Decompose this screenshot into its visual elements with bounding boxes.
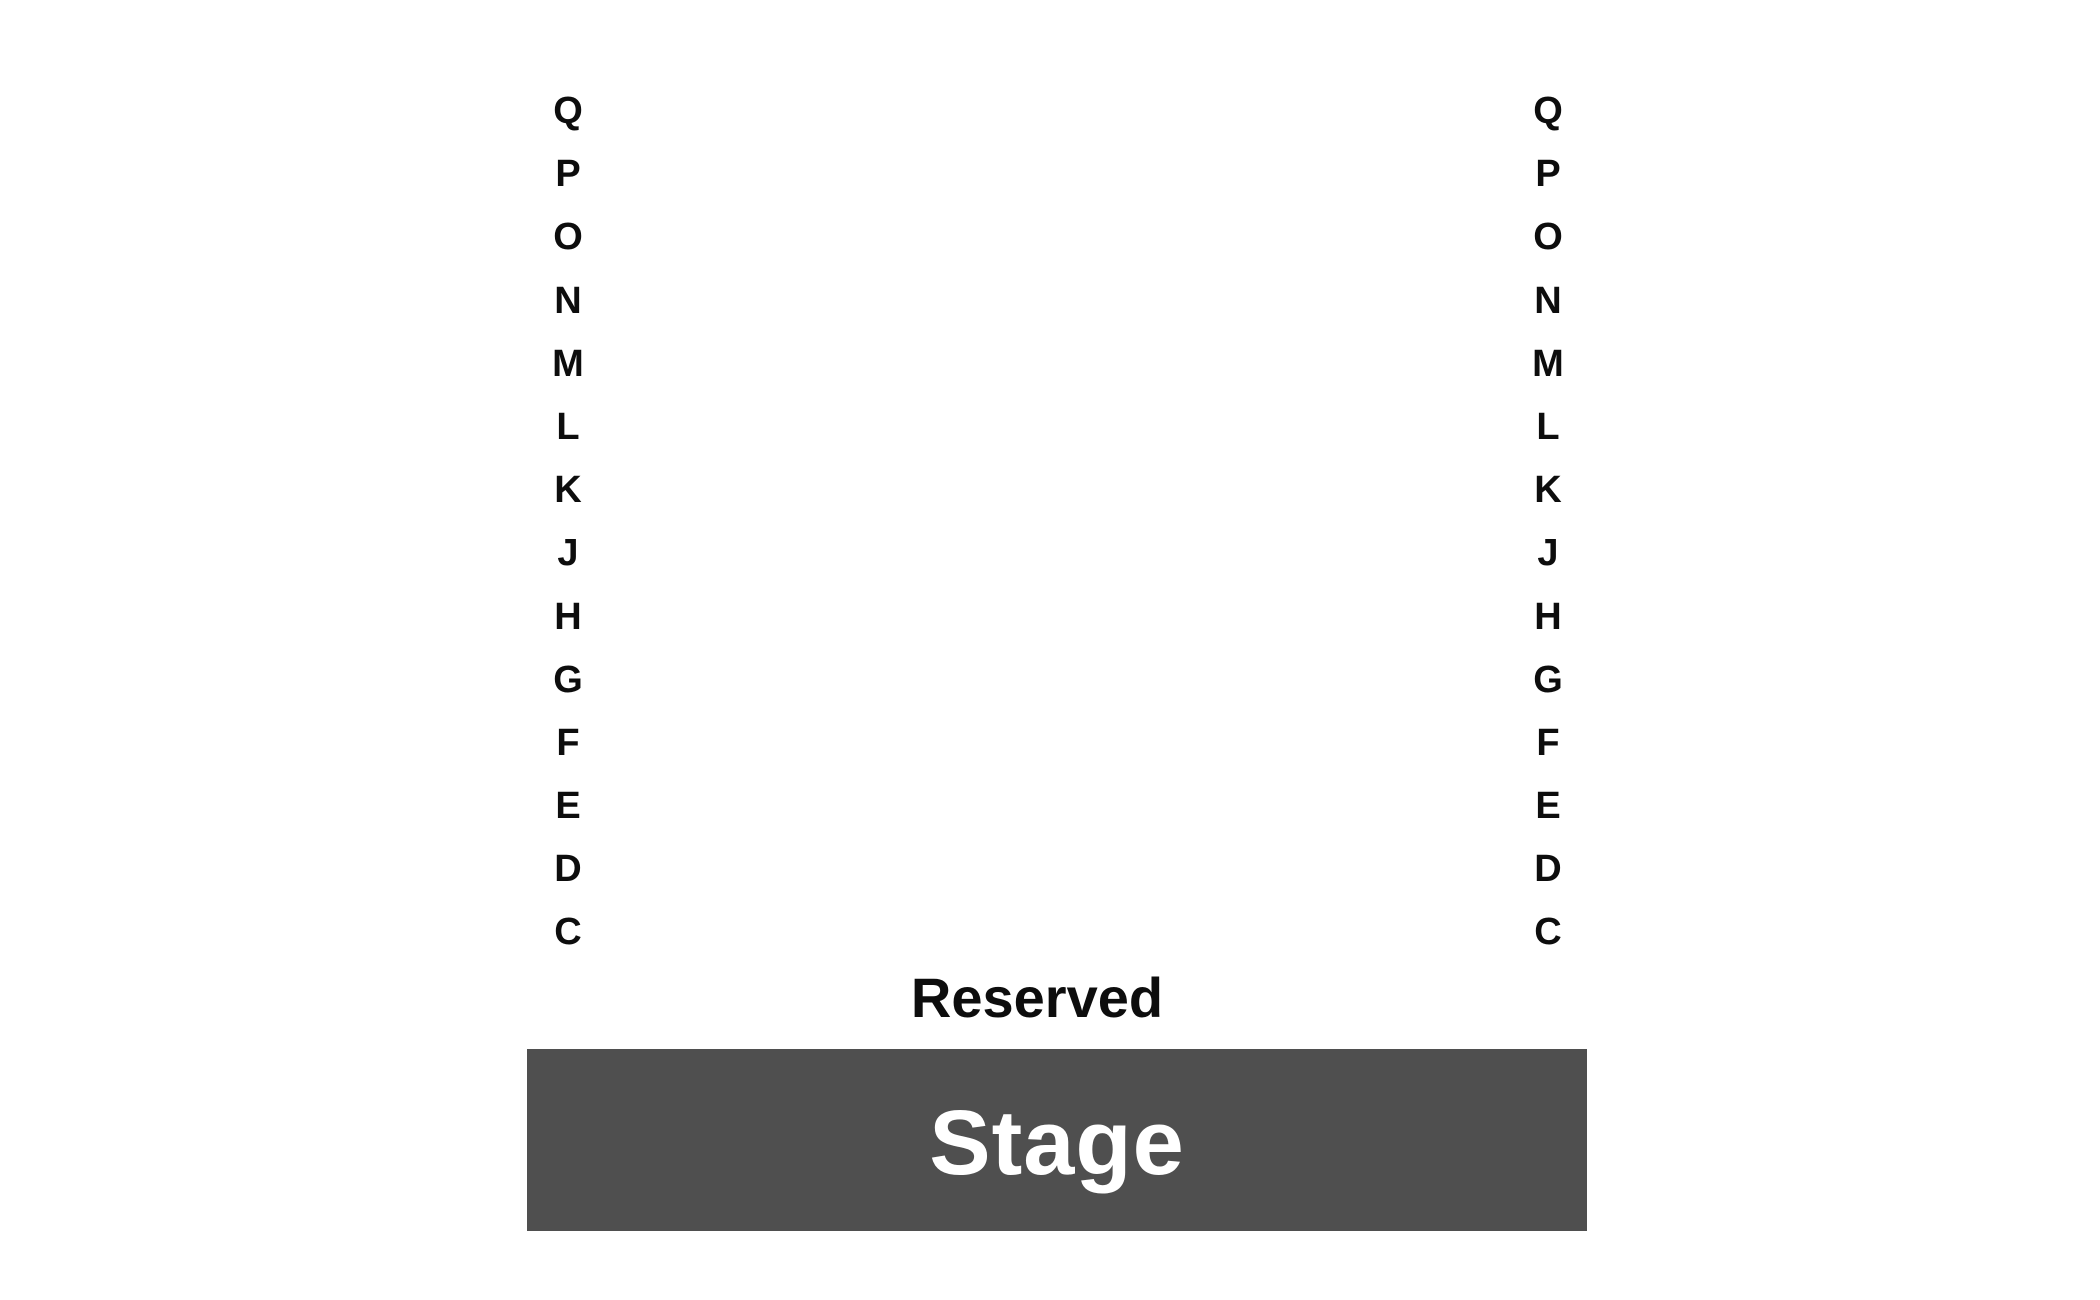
right-row-label-k: K (1534, 469, 1562, 512)
left-row-label-q: Q (553, 90, 583, 132)
right-row-label-m: M (1532, 342, 1564, 385)
left-row-label-e: E (555, 785, 581, 828)
left-row-label-o: O (553, 216, 583, 259)
left-row-label-f: F (556, 721, 580, 764)
stage: Stage (527, 1049, 1587, 1231)
section-label-reserved: Reserved (910, 966, 1164, 1029)
right-row-label-j: J (1537, 532, 1559, 575)
right-row-label-n: N (1534, 279, 1562, 322)
right-row-label-e: E (1535, 785, 1561, 828)
right-row-label-g: G (1533, 658, 1563, 701)
right-row-label-p: P (1535, 153, 1561, 196)
left-row-label-j: J (557, 532, 579, 575)
left-row-label-c: C (554, 911, 582, 954)
left-row-label-h: H (554, 595, 582, 638)
left-row-label-p: P (555, 153, 581, 196)
right-row-label-f: F (1536, 721, 1560, 764)
left-row-label-m: M (552, 342, 584, 385)
right-row-label-h: H (1534, 595, 1562, 638)
stage-label: Stage (929, 1091, 1185, 1194)
left-row-label-n: N (554, 279, 582, 322)
right-row-label-l: L (1536, 405, 1560, 448)
right-row-label-o: O (1533, 216, 1563, 259)
right-row-label-c: C (1534, 911, 1562, 954)
left-row-label-d: D (554, 848, 582, 891)
left-row-label-g: G (553, 658, 583, 701)
left-row-label-l: L (556, 405, 580, 448)
left-row-label-k: K (554, 469, 582, 512)
right-row-label-q: Q (1533, 90, 1563, 132)
right-row-label-d: D (1534, 848, 1562, 891)
